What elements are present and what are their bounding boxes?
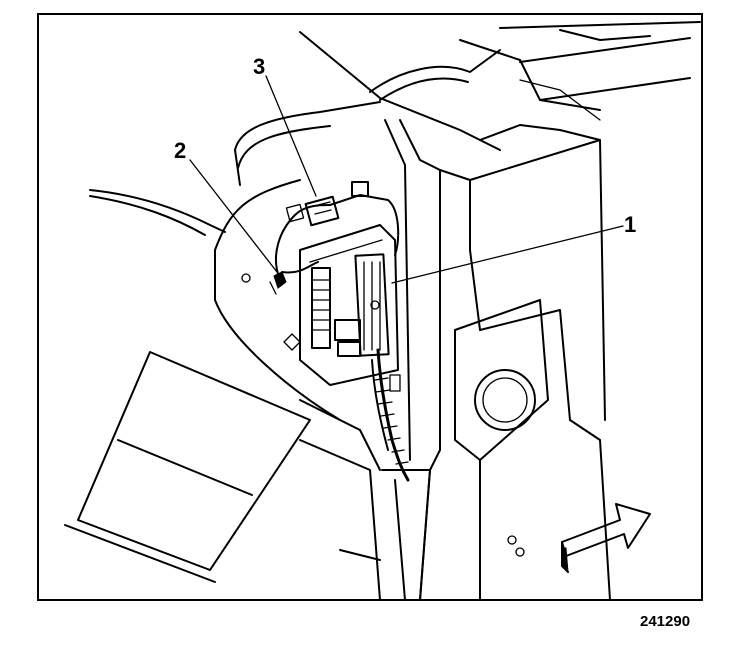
ground-terminal — [269, 271, 287, 295]
connectors — [285, 181, 369, 227]
hinge-pillar — [384, 119, 611, 601]
callout-2: 2 — [174, 138, 186, 163]
callout-1: 1 — [624, 212, 636, 237]
lower-trim-panel — [64, 351, 431, 601]
figure-number: 241290 — [640, 613, 690, 630]
callout-leaders — [189, 75, 624, 284]
callout-3: 3 — [253, 54, 265, 79]
junction-block — [299, 224, 401, 392]
front-direction-arrow-icon — [561, 503, 651, 574]
upper-dash-trim — [299, 21, 701, 151]
figure-frame — [37, 13, 703, 601]
instrument-panel-end — [89, 101, 381, 421]
